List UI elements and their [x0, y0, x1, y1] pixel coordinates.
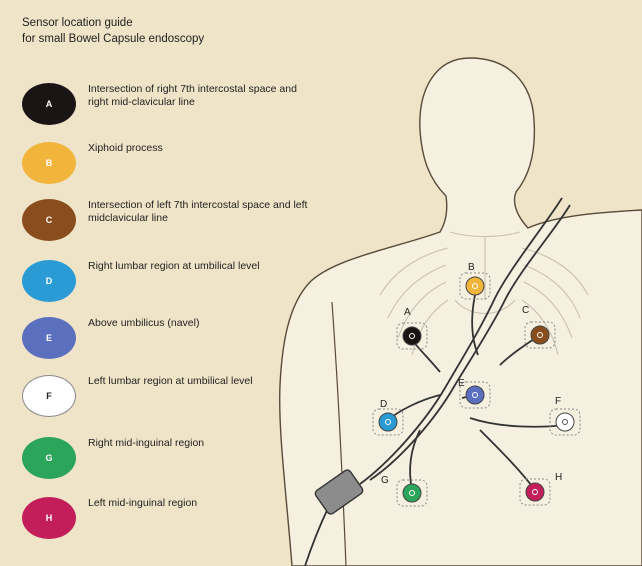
sensor-b	[466, 277, 484, 295]
sensor-d	[379, 413, 397, 431]
legend-marker-c: C	[22, 199, 76, 241]
legend-description-c: Intersection of left 7th intercostal spa…	[88, 199, 318, 224]
sensor-label-h: H	[555, 472, 562, 483]
sensor-label-a: A	[404, 307, 411, 318]
legend-description-a: Intersection of right 7th intercostal sp…	[88, 83, 318, 108]
sensor-h	[526, 483, 544, 501]
sensor-label-c: C	[522, 305, 529, 316]
sensor-g	[403, 484, 421, 502]
legend-marker-a: A	[22, 83, 76, 125]
legend-description-b: Xiphoid process	[88, 142, 318, 155]
legend-description-d: Right lumbar region at umbilical level	[88, 260, 318, 273]
sensor-a	[403, 327, 421, 345]
sensor-label-b: B	[468, 262, 475, 273]
figure-title-line2: for small Bowel Capsule endoscopy	[22, 33, 204, 45]
sensor-label-g: G	[381, 475, 389, 486]
sensor-label-e: E	[458, 378, 465, 389]
sensor-c	[531, 326, 549, 344]
legend-description-f: Left lumbar region at umbilical level	[88, 375, 318, 388]
legend-description-h: Left mid-inguinal region	[88, 497, 318, 510]
legend-marker-e: E	[22, 317, 76, 359]
legend-marker-g: G	[22, 437, 76, 479]
legend-marker-f: F	[22, 375, 76, 417]
figure-title-line1: Sensor location guide	[22, 17, 133, 29]
legend-marker-d: D	[22, 260, 76, 302]
legend-description-g: Right mid-inguinal region	[88, 437, 318, 450]
sensor-label-d: D	[380, 399, 387, 410]
legend-description-e: Above umbilicus (navel)	[88, 317, 318, 330]
sensor-f	[556, 413, 574, 431]
legend-marker-h: H	[22, 497, 76, 539]
sensor-label-f: F	[555, 396, 561, 407]
legend-marker-b: B	[22, 142, 76, 184]
sensor-e	[466, 386, 484, 404]
